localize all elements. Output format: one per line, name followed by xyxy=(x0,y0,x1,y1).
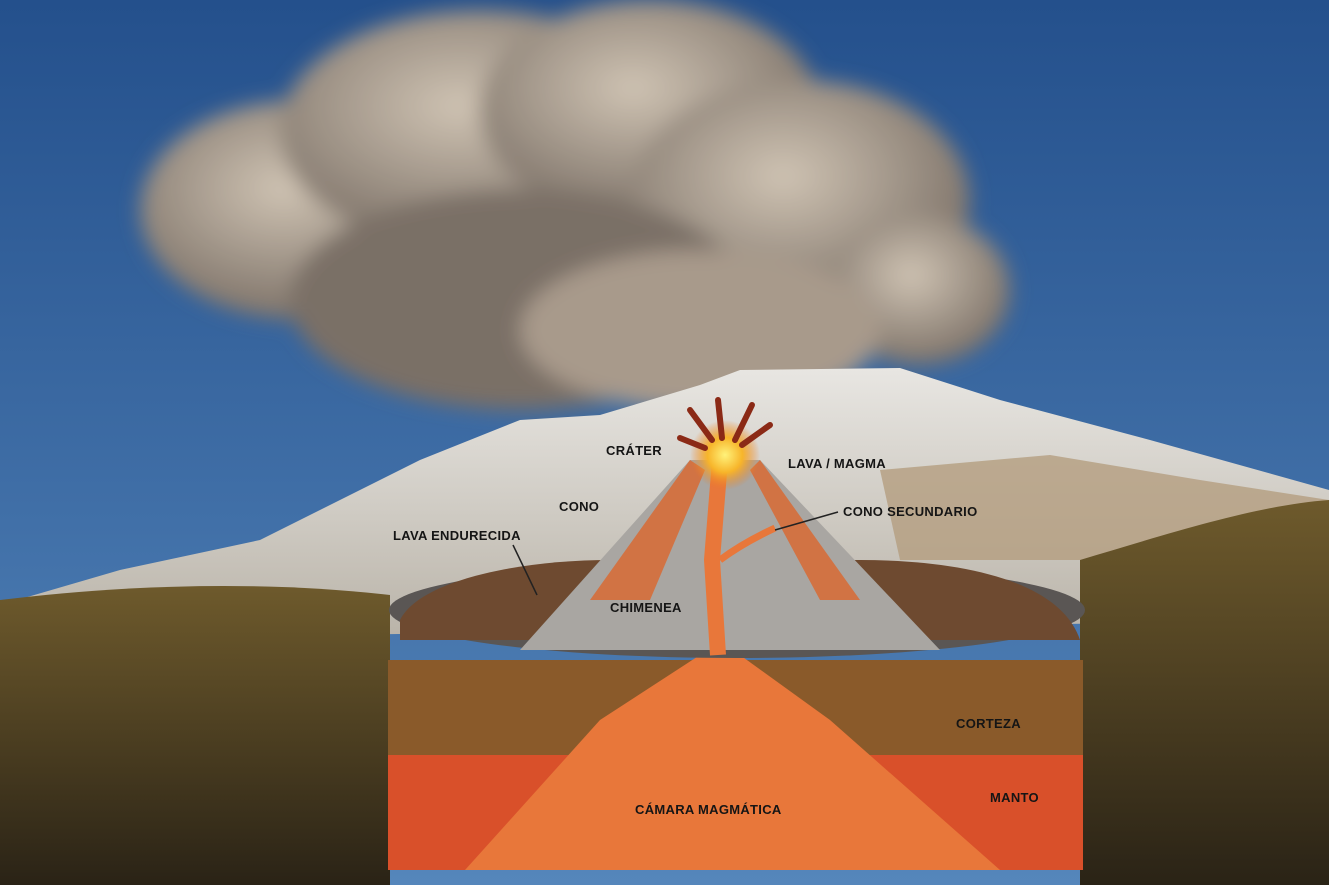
left-hill xyxy=(0,585,390,885)
label-magma-chamber: CÁMARA MAGMÁTICA xyxy=(635,802,782,817)
chimney xyxy=(703,459,728,656)
secondary-vent xyxy=(717,524,777,563)
label-chimney: CHIMENEA xyxy=(610,600,682,615)
crater-glow xyxy=(690,420,760,490)
ash-cloud xyxy=(140,0,1010,410)
label-lava-magma: LAVA / MAGMA xyxy=(788,456,886,471)
magma-chamber xyxy=(465,655,1000,870)
cross-section-diagram xyxy=(388,397,1085,870)
label-hardened-lava: LAVA ENDURECIDA xyxy=(393,528,521,543)
label-secondary-cone: CONO SECUNDARIO xyxy=(843,504,978,519)
label-crust: CORTEZA xyxy=(956,716,1021,731)
label-cone: CONO xyxy=(559,499,600,514)
right-hill xyxy=(1080,500,1329,885)
label-mantle: MANTO xyxy=(990,790,1039,805)
lava-spatter xyxy=(677,397,773,451)
label-crater: CRÁTER xyxy=(606,443,662,458)
